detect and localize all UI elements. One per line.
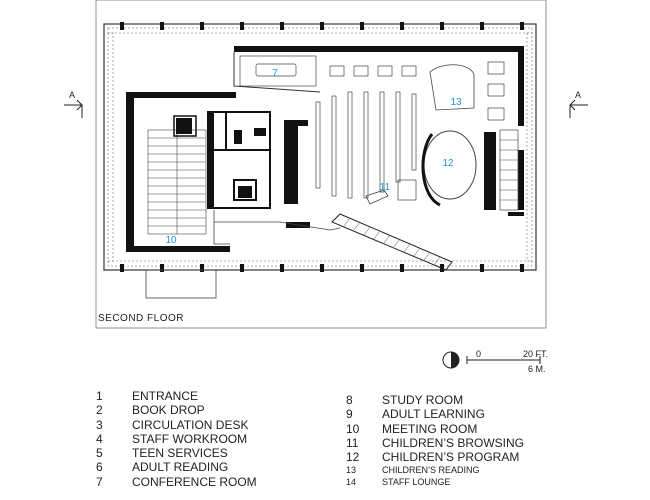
scale-meters: 6 M. xyxy=(528,364,546,374)
main-stair-treads xyxy=(343,217,441,266)
section-marker-left xyxy=(64,99,83,118)
void-edge xyxy=(233,52,321,93)
north-arrow xyxy=(442,351,460,369)
core-room xyxy=(173,115,197,137)
curtain-wall-right xyxy=(526,32,533,262)
core-solid-walls xyxy=(176,112,266,208)
childrens-desk xyxy=(365,189,389,205)
room-label-12: 12 xyxy=(442,158,454,169)
exterior-walls xyxy=(126,46,524,252)
entrance-canopy xyxy=(145,269,217,299)
east-stair-treads xyxy=(500,139,518,201)
scale-feet: 20 FT. xyxy=(523,349,549,359)
scale-bar xyxy=(466,356,541,364)
reading-tables xyxy=(329,61,505,201)
floor-title: SECOND FLOOR xyxy=(98,313,185,324)
book-stacks xyxy=(315,91,417,199)
meeting-room-partition xyxy=(213,210,230,245)
childrens-reading-island xyxy=(429,64,475,111)
curtain-wall-left xyxy=(107,32,114,262)
shaft-walls xyxy=(284,120,310,228)
east-core-walls xyxy=(484,132,524,216)
scale-zero: 0 xyxy=(476,349,482,359)
section-marker-right xyxy=(569,99,588,118)
conference-room-wall xyxy=(239,55,317,87)
room-label-11: 11 xyxy=(380,182,391,193)
section-label-left: A xyxy=(69,90,75,100)
room-label-10: 10 xyxy=(165,235,177,246)
childrens-program-curved-wall xyxy=(421,133,441,207)
corridor-partition xyxy=(214,221,341,231)
main-stair xyxy=(331,213,453,271)
site-boundary xyxy=(95,0,547,329)
structural-columns xyxy=(120,22,524,272)
section-label-right: A xyxy=(575,90,581,100)
room-label-7: 7 xyxy=(272,68,278,79)
conference-table xyxy=(255,63,297,77)
room-label-13: 13 xyxy=(450,97,462,108)
meeting-room-seating xyxy=(147,129,207,235)
